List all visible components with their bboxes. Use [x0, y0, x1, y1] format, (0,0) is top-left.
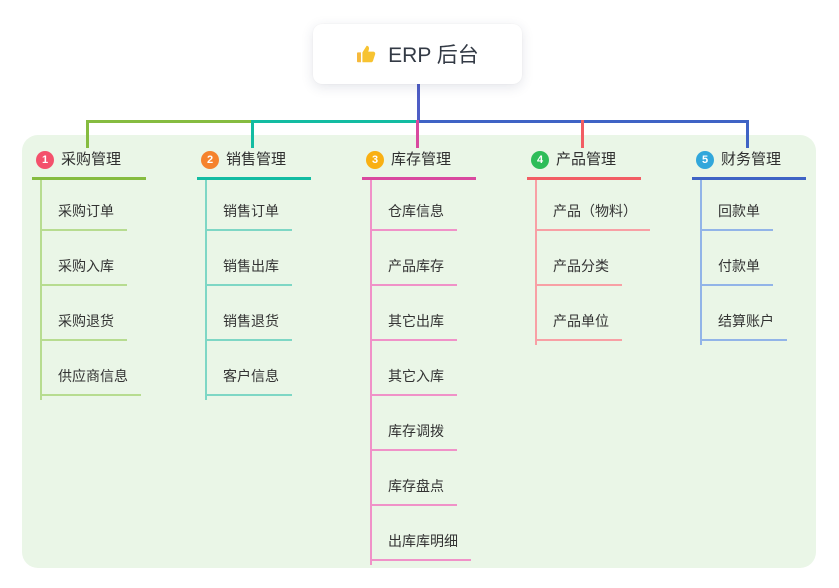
- child-topic-label: 回款单: [700, 201, 773, 231]
- child-topic-label: 采购入库: [40, 256, 127, 286]
- connector-drop: [746, 120, 749, 148]
- child-topic-label: 销售出库: [205, 256, 292, 286]
- connector-drop: [416, 120, 419, 148]
- child-topic[interactable]: 回款单: [700, 201, 773, 231]
- child-topic[interactable]: 库存盘点: [370, 476, 457, 506]
- child-topic-label: 产品（物料）: [535, 201, 650, 231]
- connector-drop: [86, 120, 89, 148]
- branch-number-badge: 5: [696, 151, 714, 169]
- branch-number-badge: 4: [531, 151, 549, 169]
- child-topic-label: 结算账户: [700, 311, 787, 341]
- branch-header[interactable]: 5 财务管理: [692, 150, 806, 180]
- child-topic-label: 其它入库: [370, 366, 457, 396]
- child-topic[interactable]: 结算账户: [700, 311, 787, 341]
- branch-trunk-line: [535, 180, 537, 345]
- child-topic[interactable]: 其它入库: [370, 366, 457, 396]
- branch-trunk-line: [370, 180, 372, 565]
- child-topic[interactable]: 采购退货: [40, 311, 127, 341]
- child-topic[interactable]: 库存调拨: [370, 421, 457, 451]
- child-topic-label: 采购订单: [40, 201, 127, 231]
- branch-number-badge: 3: [366, 151, 384, 169]
- child-topic[interactable]: 出库库明细: [370, 531, 471, 561]
- child-topic-label: 供应商信息: [40, 366, 141, 396]
- child-topic[interactable]: 仓库信息: [370, 201, 457, 231]
- branch-label: 产品管理: [556, 151, 617, 168]
- child-topic-label: 付款单: [700, 256, 773, 286]
- branch-number-badge: 1: [36, 151, 54, 169]
- branch-header[interactable]: 1 采购管理: [32, 150, 146, 180]
- child-topic[interactable]: 采购入库: [40, 256, 127, 286]
- branch-trunk-line: [40, 180, 42, 400]
- branch-label: 采购管理: [61, 151, 122, 168]
- child-topic[interactable]: 产品单位: [535, 311, 622, 341]
- child-topic[interactable]: 产品库存: [370, 256, 457, 286]
- branch-4: 4 产品管理产品（物料） 产品分类产品单位: [527, 150, 689, 345]
- child-topic[interactable]: 产品分类: [535, 256, 622, 286]
- connector-drop: [581, 120, 584, 148]
- child-topic-label: 出库库明细: [370, 531, 471, 561]
- branch-5: 5 财务管理回款单付款单结算账户: [692, 150, 839, 345]
- branch-trunk-line: [205, 180, 207, 400]
- branch-number-badge: 2: [201, 151, 219, 169]
- branch-1: 1 采购管理采购订单采购入库采购退货供应商信息: [32, 150, 194, 400]
- root-connector-line: [417, 84, 420, 121]
- child-topic-label: 客户信息: [205, 366, 292, 396]
- child-topic[interactable]: 客户信息: [205, 366, 292, 396]
- child-topic-label: 销售退货: [205, 311, 292, 341]
- child-topic[interactable]: 销售订单: [205, 201, 292, 231]
- branch-label: 财务管理: [721, 151, 782, 168]
- branch-3: 3 库存管理仓库信息产品库存其它出库其它入库库存调拨库存盘点出库库明细: [362, 150, 524, 565]
- child-topic-label: 库存盘点: [370, 476, 457, 506]
- child-topic[interactable]: 销售出库: [205, 256, 292, 286]
- connector-drop: [251, 120, 254, 148]
- branch-header[interactable]: 2 销售管理: [197, 150, 311, 180]
- child-topic-label: 仓库信息: [370, 201, 457, 231]
- connector-horizontal: [251, 120, 419, 123]
- root-topic[interactable]: ERP 后台: [313, 24, 522, 84]
- child-topic-label: 产品库存: [370, 256, 457, 286]
- child-topic[interactable]: 采购订单: [40, 201, 127, 231]
- connector-horizontal: [86, 120, 251, 123]
- child-topic[interactable]: 其它出库: [370, 311, 457, 341]
- child-topic[interactable]: 供应商信息: [40, 366, 141, 396]
- branch-header[interactable]: 4 产品管理: [527, 150, 641, 180]
- child-topic-label: 销售订单: [205, 201, 292, 231]
- branch-label: 销售管理: [226, 151, 287, 168]
- branch-header[interactable]: 3 库存管理: [362, 150, 476, 180]
- child-topic[interactable]: 销售退货: [205, 311, 292, 341]
- child-topic-label: 采购退货: [40, 311, 127, 341]
- thumbs-up-icon: [356, 43, 378, 65]
- root-topic-label: ERP 后台: [388, 44, 479, 67]
- branch-panel: [22, 135, 816, 568]
- child-topic-label: 其它出库: [370, 311, 457, 341]
- child-topic-label: 库存调拨: [370, 421, 457, 451]
- branch-label: 库存管理: [391, 151, 452, 168]
- branch-trunk-line: [700, 180, 702, 345]
- child-topic-label: 产品分类: [535, 256, 622, 286]
- child-topic[interactable]: 付款单: [700, 256, 773, 286]
- branch-2: 2 销售管理销售订单销售出库销售退货客户信息: [197, 150, 359, 400]
- child-topic[interactable]: 产品（物料）: [535, 201, 650, 231]
- child-topic-label: 产品单位: [535, 311, 622, 341]
